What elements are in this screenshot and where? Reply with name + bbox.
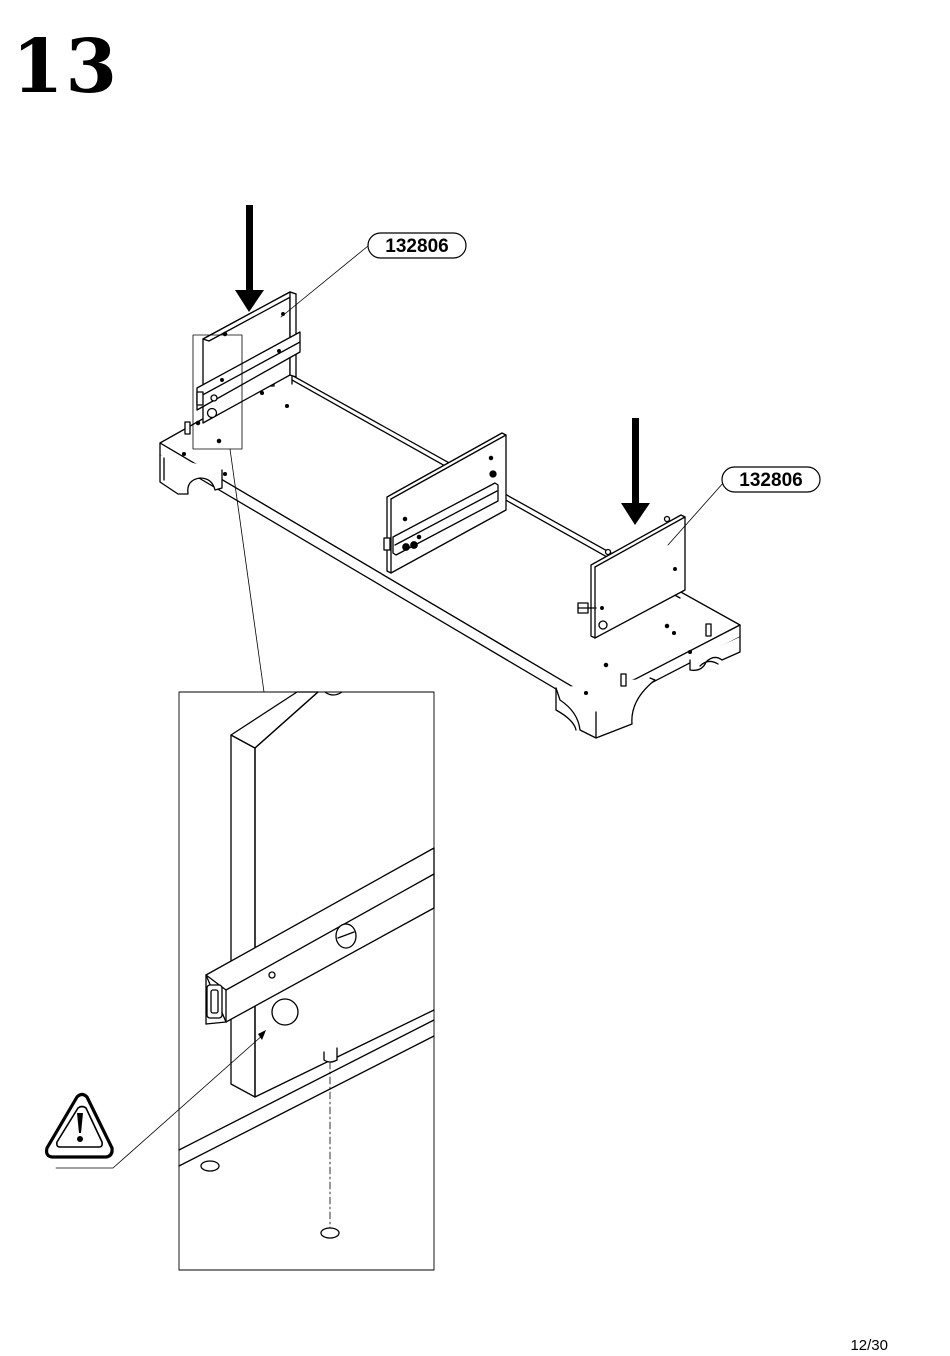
part-callout-2: 132806 [722,467,820,492]
down-arrow-icon [621,418,650,525]
page-number: 12/30 [850,1338,888,1353]
part-number-label: 132806 [739,470,802,491]
callout-leader-1 [281,246,368,317]
right-front-foot [556,678,655,738]
down-arrow-icon [235,205,264,312]
warning-triangle-icon [47,1095,113,1158]
part-number-label: 132806 [385,236,448,257]
detail-inset [179,692,434,1270]
part-callout-1: 132806 [368,233,466,258]
callout-leader-2 [668,482,724,545]
